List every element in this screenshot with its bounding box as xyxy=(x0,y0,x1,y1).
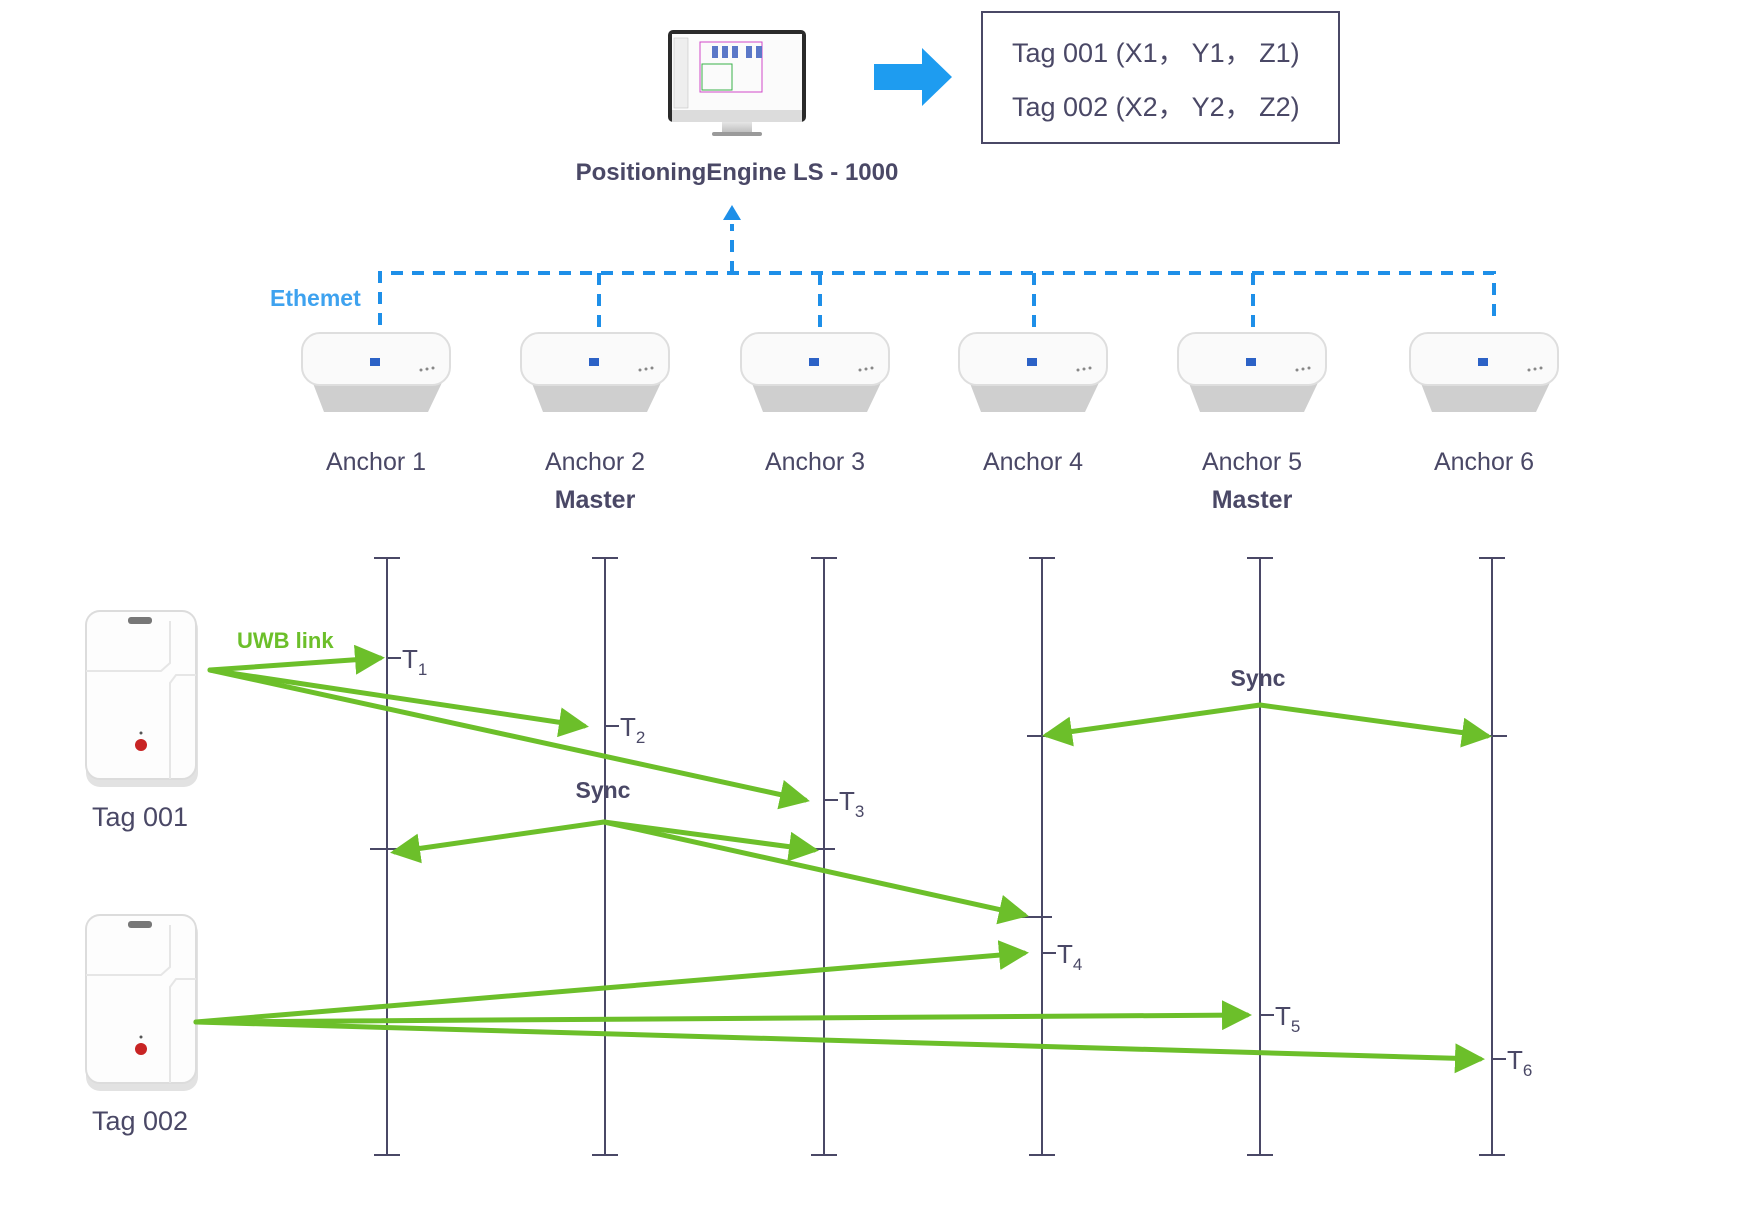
anchor-timeline-5 xyxy=(1247,557,1273,1156)
timestamp-sub: 1 xyxy=(418,660,427,679)
timestamp-t6: T6 xyxy=(1492,1045,1532,1080)
output-line-2: Tag 002 (X2， Y2， Z2) xyxy=(1012,92,1300,122)
tag-icon xyxy=(85,914,197,1084)
anchor-device-1: Anchor 1 xyxy=(301,332,451,476)
timestamp-base: T xyxy=(620,712,636,742)
timestamp-t1: T1 xyxy=(387,644,427,679)
anchor-device-3: Anchor 3 xyxy=(740,332,890,476)
timestamp-sub: 2 xyxy=(636,728,645,747)
output-box xyxy=(981,11,1340,144)
svg-text:T4: T4 xyxy=(1057,939,1082,974)
anchor-timeline-2 xyxy=(592,557,618,1156)
tag-icon xyxy=(85,610,197,780)
tag-label: Tag 001 xyxy=(92,802,188,832)
sync-arrow-a4 xyxy=(1042,702,1263,747)
sync-arrow-a6 xyxy=(1257,702,1492,748)
svg-text:T2: T2 xyxy=(620,712,645,747)
sync-label-right: Sync xyxy=(1231,665,1286,691)
anchor-device-2: Anchor 2 Master xyxy=(520,332,670,514)
anchor-role-label: Master xyxy=(555,486,636,514)
anchor-role-label: Master xyxy=(1212,486,1293,514)
uwb-arrow-t3 xyxy=(207,667,810,810)
ethernet-label: Ethemet xyxy=(270,285,361,311)
timestamp-t5: T5 xyxy=(1260,1001,1300,1036)
timestamp-base: T xyxy=(839,786,855,816)
svg-text:T1: T1 xyxy=(402,644,427,679)
uwb-arrow-t6 xyxy=(193,1019,1485,1074)
anchor-device-4: Anchor 4 xyxy=(958,332,1108,476)
anchor-label: Anchor 6 xyxy=(1434,448,1534,476)
sync-label-left: Sync xyxy=(576,777,631,803)
anchor-label: Anchor 1 xyxy=(326,448,426,476)
svg-text:T5: T5 xyxy=(1275,1001,1300,1036)
anchor-device-5: Anchor 5 Master xyxy=(1177,332,1327,514)
timestamp-sub: 4 xyxy=(1073,955,1082,974)
tag-device-2: Tag 002 xyxy=(85,914,198,1136)
timestamp-base: T xyxy=(1057,939,1073,969)
sync-arrow-a1 xyxy=(390,819,607,864)
tag-label: Tag 002 xyxy=(92,1106,188,1136)
anchor-device-6: Anchor 6 xyxy=(1409,332,1559,476)
engine-label: PositioningEngine LS - 1000 xyxy=(576,159,899,186)
uwb-arrow-t2 xyxy=(207,667,589,738)
anchor-label: Anchor 3 xyxy=(765,448,865,476)
uwb-arrow-t1 xyxy=(207,644,385,675)
sync-arrow-a3 xyxy=(601,819,819,862)
anchor-timeline-1 xyxy=(374,557,400,1156)
timestamp-sub: 5 xyxy=(1291,1017,1300,1036)
anchor-label: Anchor 4 xyxy=(983,448,1083,476)
timestamp-t3: T3 xyxy=(824,786,864,821)
svg-text:T6: T6 xyxy=(1507,1045,1532,1080)
uwb-arrow-t4 xyxy=(193,940,1029,1025)
uwb-link-label: UWB link xyxy=(237,628,334,653)
timestamp-base: T xyxy=(1275,1001,1291,1031)
monitor-icon xyxy=(668,30,806,136)
anchor-label: Anchor 2 xyxy=(545,448,645,476)
timestamp-base: T xyxy=(1507,1045,1523,1075)
timestamp-sub: 6 xyxy=(1523,1061,1532,1080)
uwb-arrow-t5 xyxy=(193,1000,1252,1031)
output-line-1: Tag 001 (X1， Y1， Z1) xyxy=(1012,38,1300,68)
anchor-timeline-6 xyxy=(1479,557,1505,1156)
timestamp-t4: T4 xyxy=(1042,939,1082,974)
timestamp-base: T xyxy=(402,644,418,674)
uplink-arrow-icon xyxy=(723,205,741,220)
anchor-label: Anchor 5 xyxy=(1202,448,1302,476)
sync-arrow-a4b xyxy=(601,819,1029,925)
timestamp-sub: 3 xyxy=(855,802,864,821)
anchor-timeline-3 xyxy=(811,557,837,1156)
timestamp-t2: T2 xyxy=(605,712,645,747)
ethernet-network xyxy=(378,224,1496,330)
tag-device-1: Tag 001 xyxy=(85,610,198,832)
anchor-timeline-4 xyxy=(1029,557,1055,1156)
svg-text:T3: T3 xyxy=(839,786,864,821)
output-arrow-icon xyxy=(874,48,952,106)
